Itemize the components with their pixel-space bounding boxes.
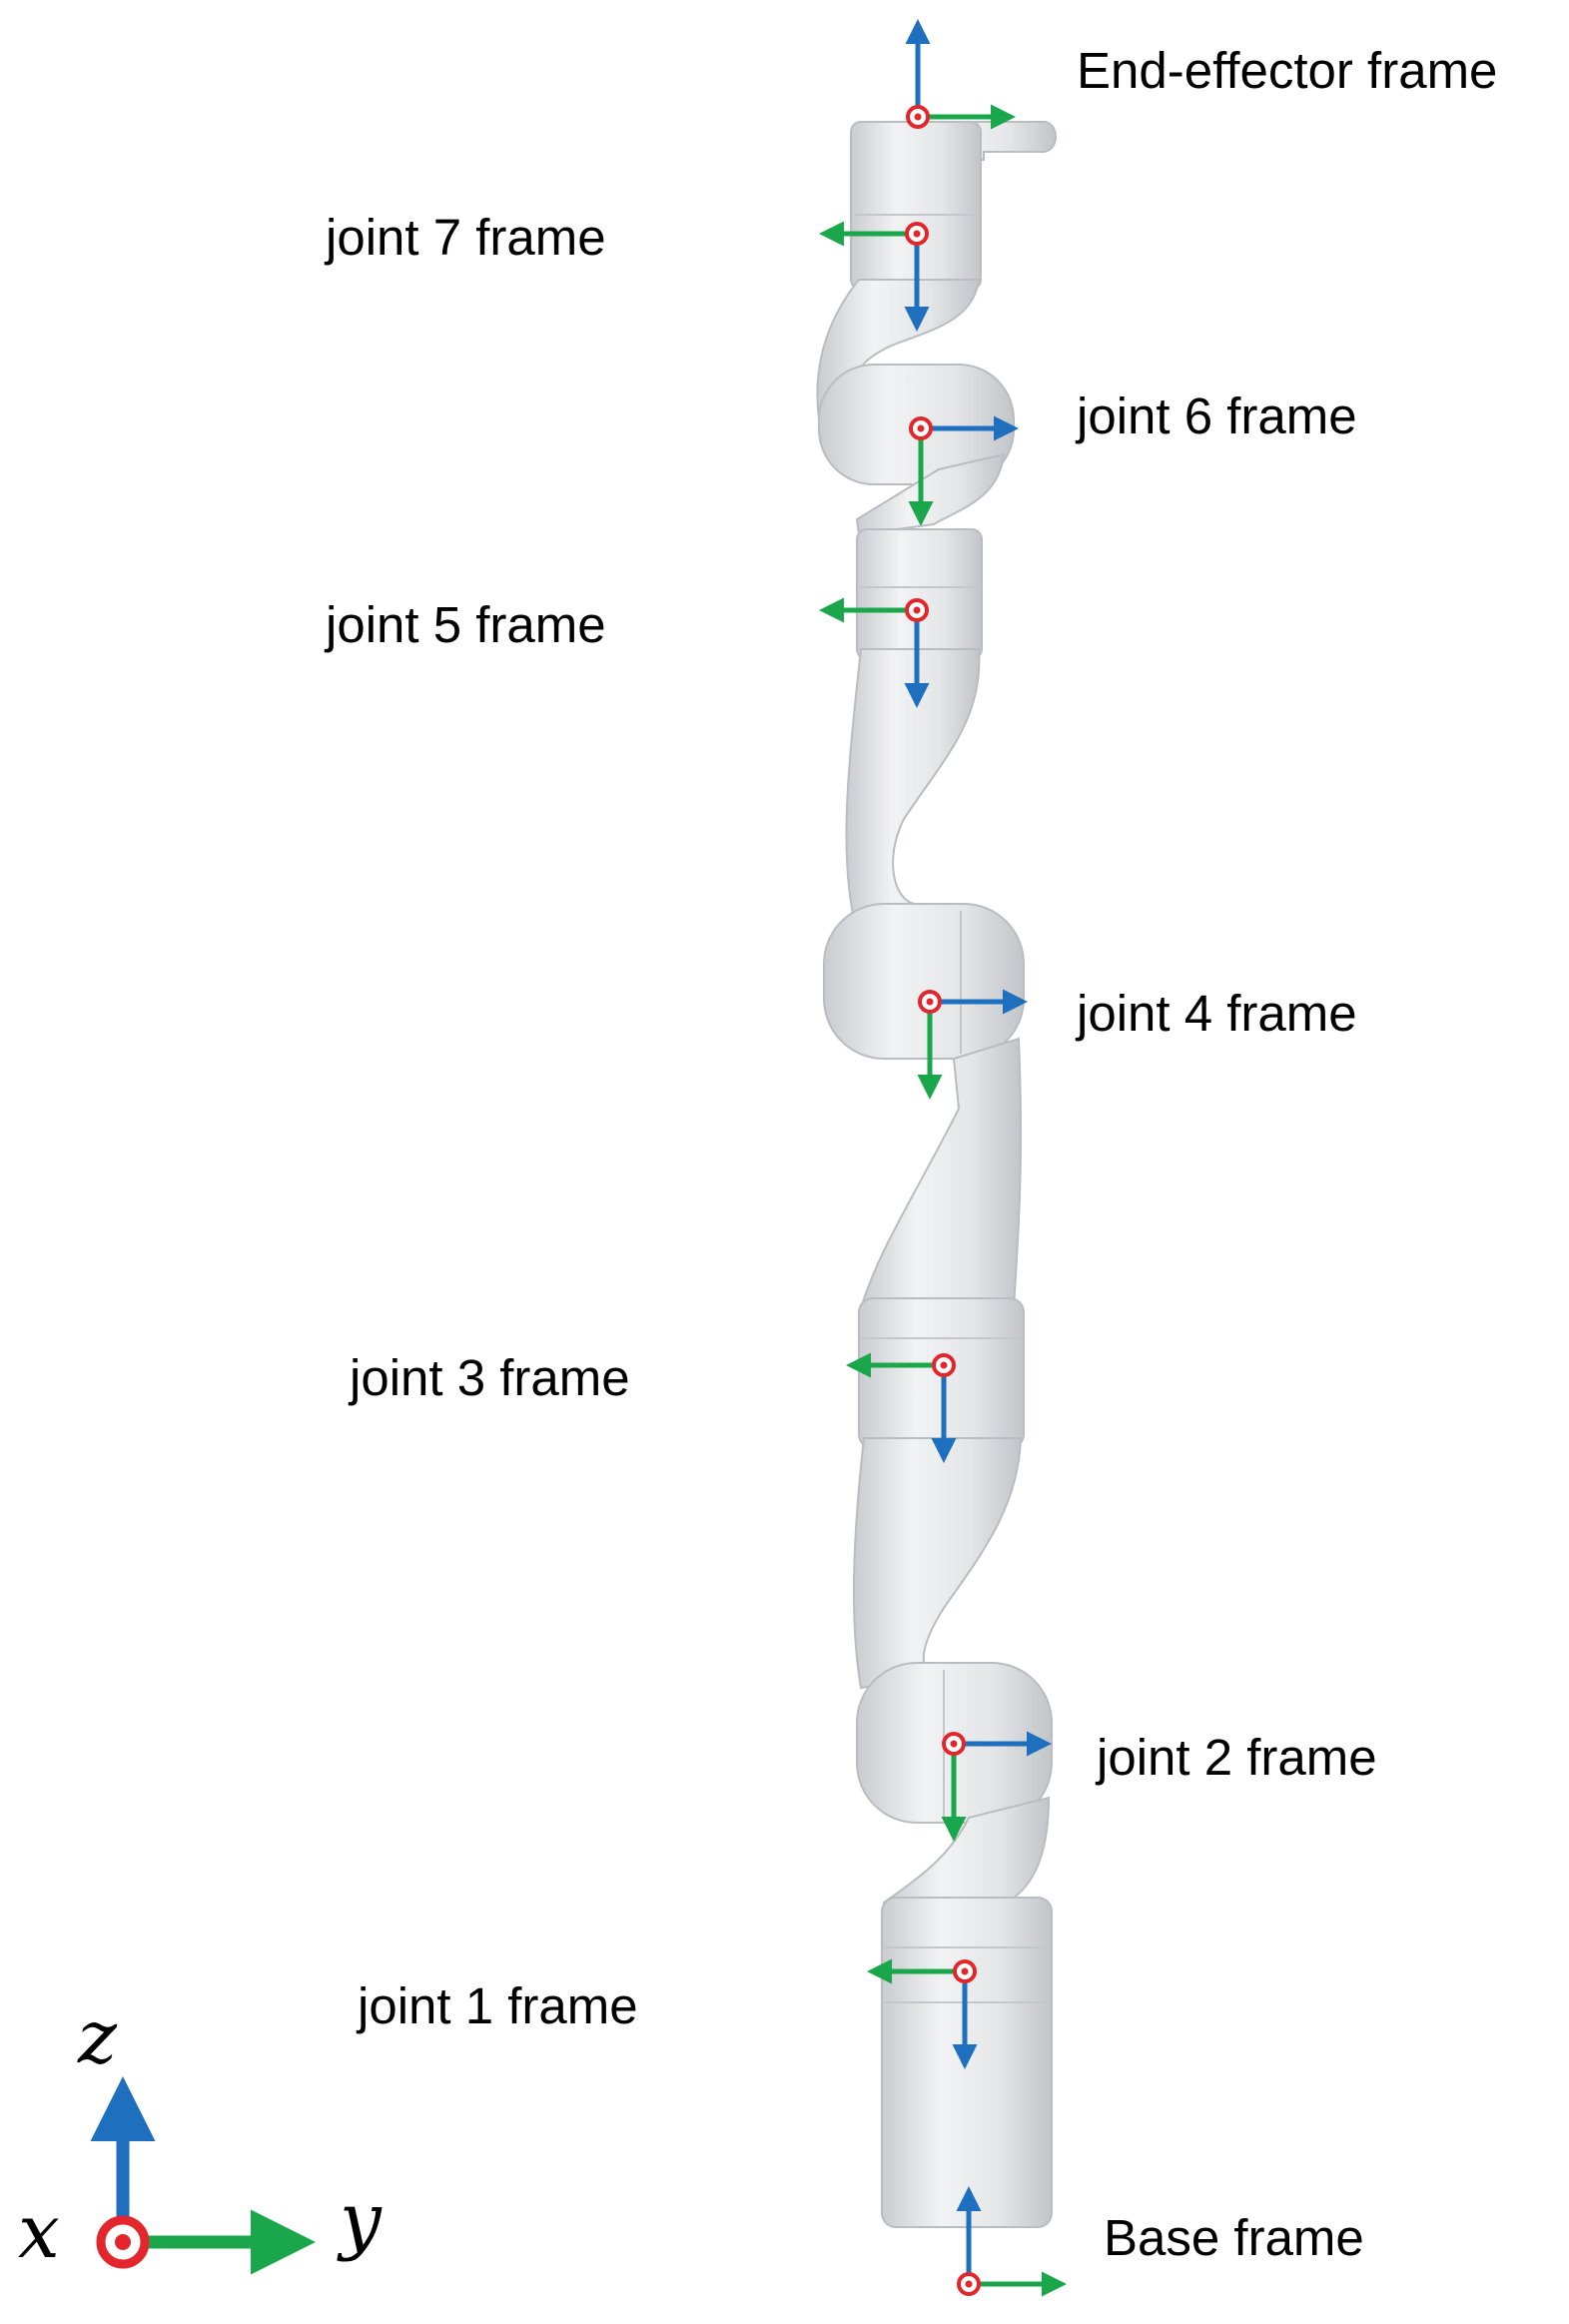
robot-arm-body (816, 121, 1057, 2228)
legend-x-label: x (18, 2189, 60, 2275)
base-x-axis-dot (965, 2280, 973, 2288)
base-frame-label: Base frame (1104, 2209, 1364, 2266)
joint-1-frame-label: joint 1 frame (356, 1977, 638, 2034)
axis-legend: z y x (18, 1994, 383, 2275)
joint-4-x-axis-dot (926, 998, 934, 1006)
joint-4-frame-label: joint 4 frame (1075, 985, 1357, 1042)
legend-z-label: z (77, 1994, 118, 2080)
end-effector-frame-label: End-effector frame (1077, 42, 1497, 99)
legend-y-label: y (337, 2177, 383, 2263)
joint-2-frame-label: joint 2 frame (1095, 1729, 1377, 1786)
joint-3-x-axis-dot (940, 1361, 948, 1369)
joint-7-frame-label: joint 7 frame (324, 209, 606, 266)
joint-frames-group (819, 19, 1067, 2297)
joint-6-frame-label: joint 6 frame (1075, 387, 1357, 444)
joint-2-x-axis-dot (950, 1740, 958, 1748)
joint-5-frame-label: joint 5 frame (324, 596, 606, 653)
frame-labels-group: End-effector frame joint 7 frame joint 6… (324, 42, 1497, 2266)
joint-5-x-axis-dot (913, 606, 921, 614)
joint-1-x-axis-dot (961, 1967, 969, 1975)
joint-3-frame-label: joint 3 frame (348, 1349, 630, 1406)
joint-7-x-axis-dot (913, 230, 921, 238)
end-effector-x-axis-dot (914, 113, 922, 121)
joint-6-x-axis-dot (917, 424, 925, 432)
legend-x-axis-dot (115, 2234, 131, 2250)
